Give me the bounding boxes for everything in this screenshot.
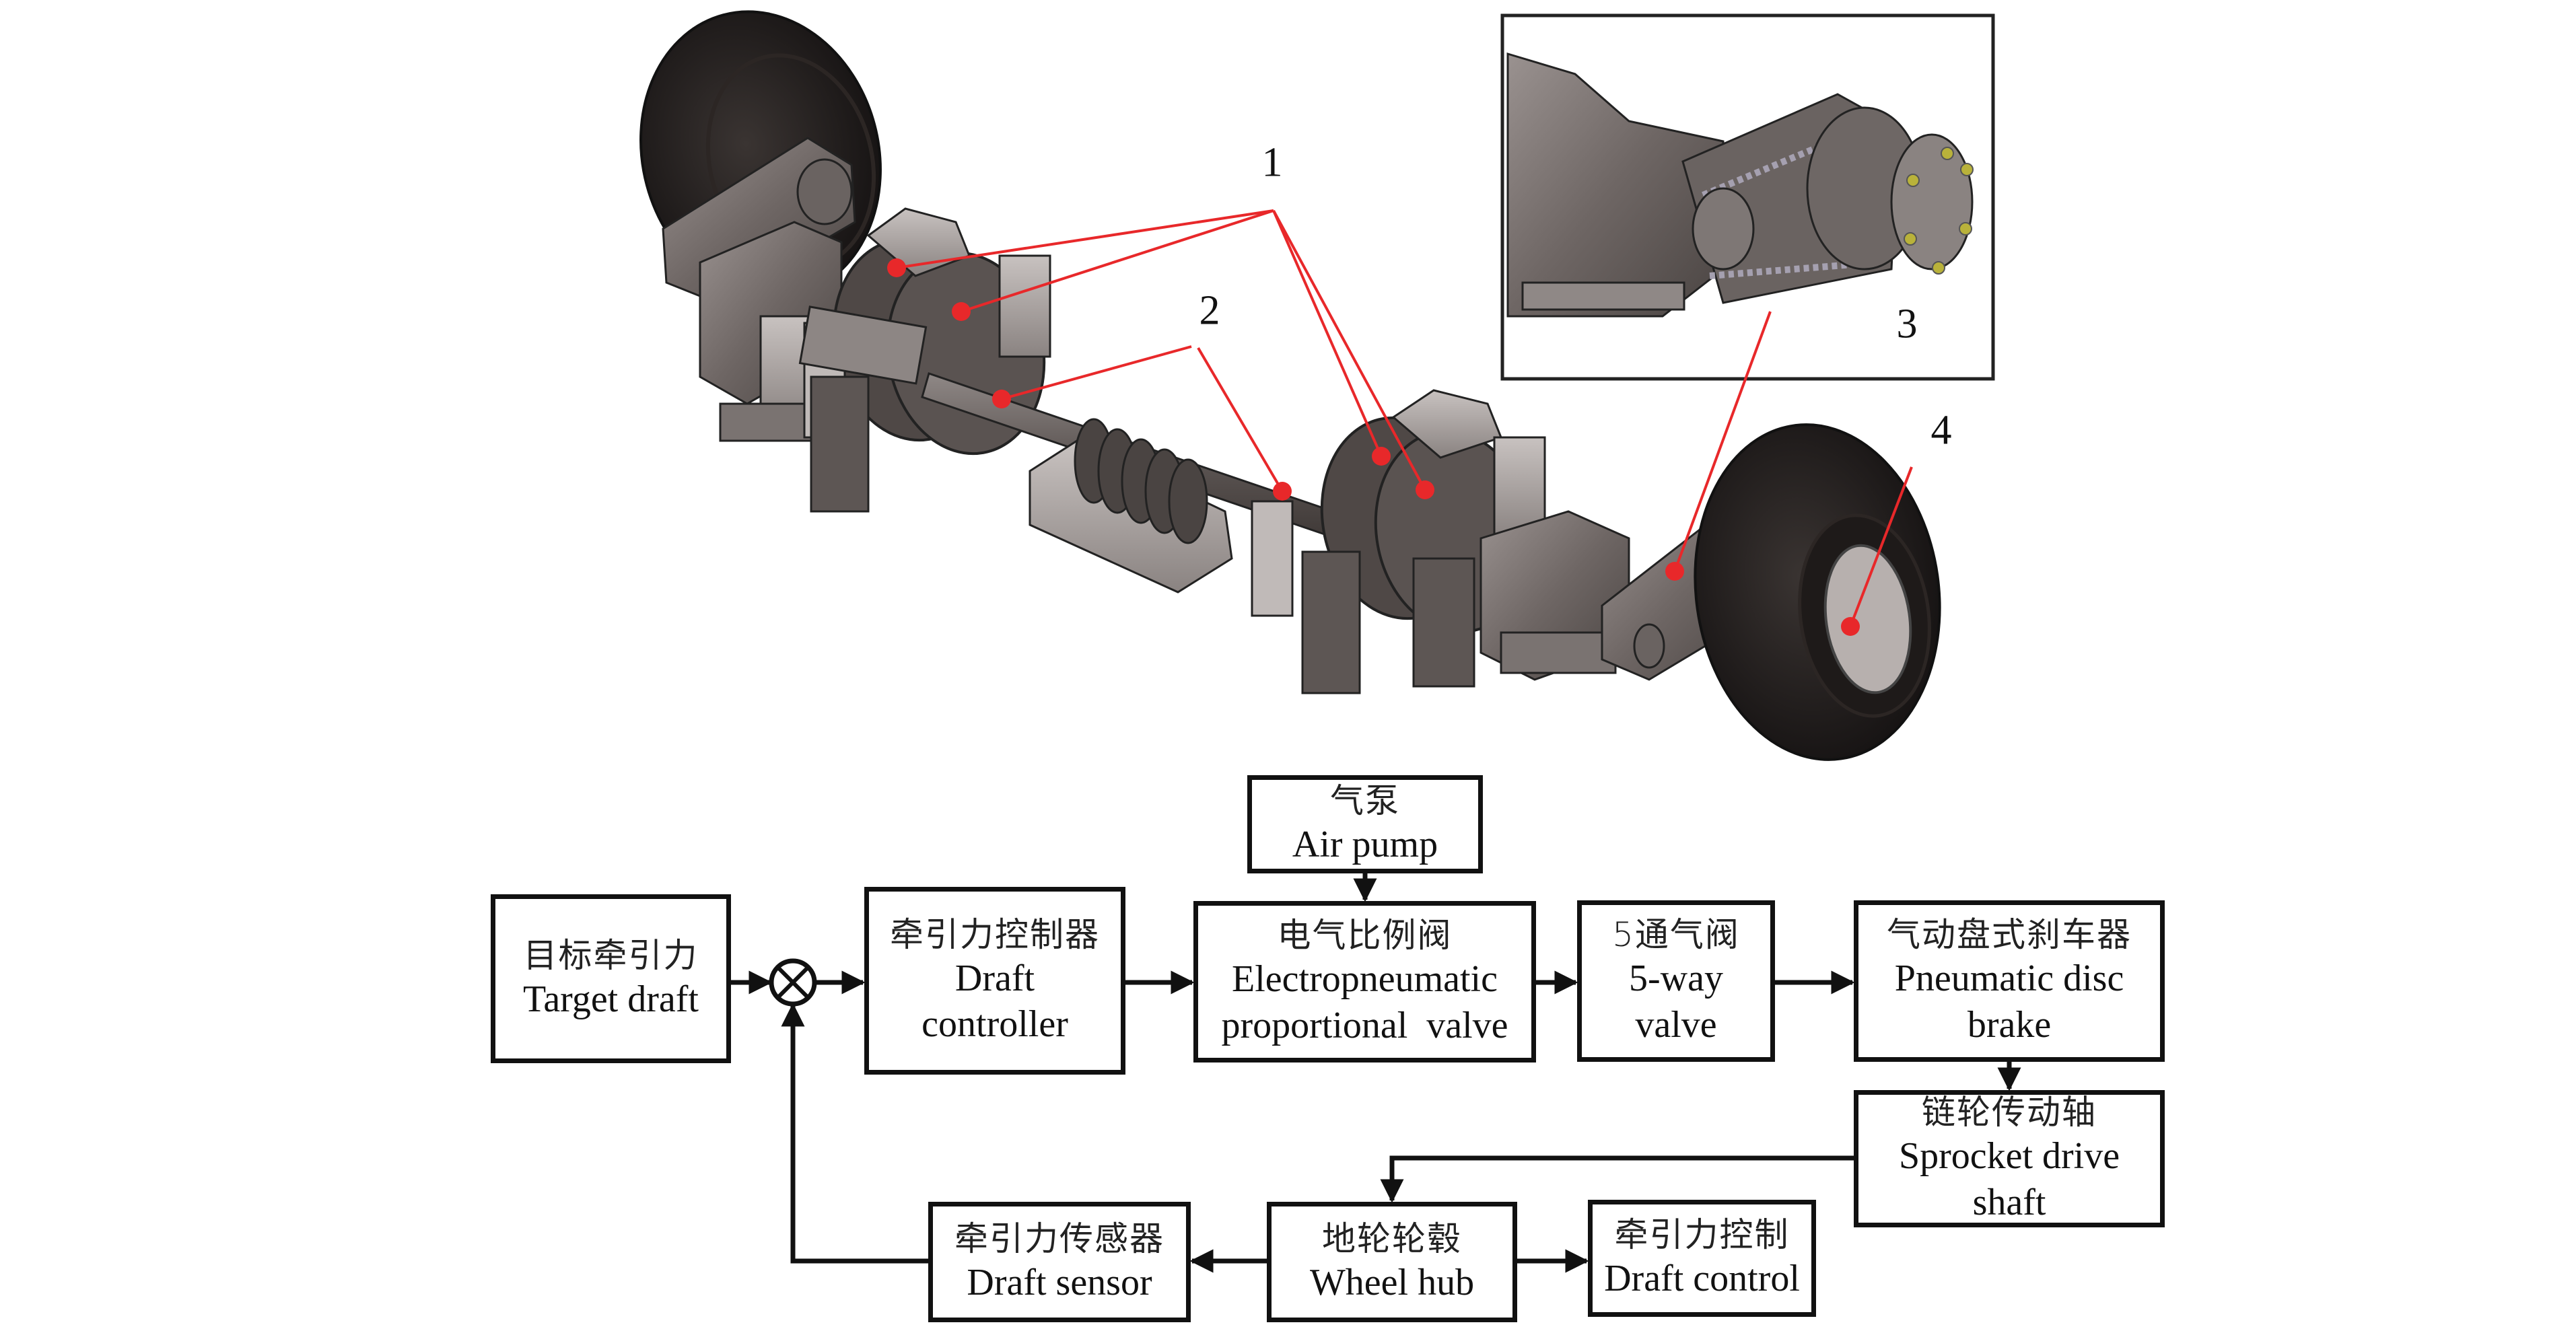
marker-dot <box>1372 447 1391 466</box>
block-label-zh: 牵引力控制 <box>1614 1215 1790 1255</box>
block-label-en: Air pump <box>1292 824 1438 866</box>
block-label-en: Sprocket drive <box>1898 1135 2120 1178</box>
block-draft-controller: 牵引力控制器 Draft controller <box>864 887 1125 1075</box>
leader-1d <box>1272 210 1426 491</box>
block-pneumatic-disc-brake: 气动盘式刹车器 Pneumatic disc brake <box>1854 900 2165 1062</box>
marker-dot <box>1841 617 1860 636</box>
left-disc-brake <box>798 207 1051 513</box>
leader-2b <box>1197 347 1284 493</box>
marker-dot <box>1416 480 1434 499</box>
block-draft-sensor: 牵引力传感器 Draft sensor <box>928 1202 1191 1322</box>
mechanism-illustration <box>639 10 1995 761</box>
marker-dot <box>1665 562 1684 581</box>
block-label-en: controller <box>921 1003 1068 1045</box>
block-label-en: Wheel hub <box>1309 1261 1475 1303</box>
block-label-en: brake <box>1967 1003 2052 1046</box>
callout-label-4: 4 <box>1930 407 1952 454</box>
callout-label-2: 2 <box>1199 287 1220 334</box>
callout-dots <box>887 258 1860 636</box>
block-label-zh: 目标牵引力 <box>523 935 699 975</box>
right-gearbox <box>1480 510 1630 681</box>
block-sprocket-drive-shaft: 链轮传动轴 Sprocket drive shaft <box>1854 1090 2165 1227</box>
arrow-sprocket-to-hub <box>1380 1155 1854 1203</box>
block-label-en: Draft sensor <box>967 1261 1152 1303</box>
block-label-zh: 气泵 <box>1330 781 1400 821</box>
block-label-zh: 地轮轮毂 <box>1322 1219 1462 1258</box>
block-label-en: shaft <box>1972 1181 2046 1223</box>
leader-2a <box>1001 345 1192 400</box>
block-label-zh: 电气比例阀 <box>1277 916 1453 956</box>
marker-dot <box>952 302 971 321</box>
block-label-en: valve <box>1635 1003 1717 1046</box>
block-label-zh: 5通气阀 <box>1612 915 1740 955</box>
callout-label-1: 1 <box>1261 139 1283 186</box>
marker-dot <box>1273 482 1292 501</box>
inset-detail-box <box>1500 13 1995 381</box>
block-5-way-valve: 5通气阀 5-way valve <box>1577 900 1775 1062</box>
block-label-en: Draft <box>954 957 1035 999</box>
block-draft-control: 牵引力控制 Draft control <box>1588 1200 1816 1317</box>
block-label-en: proportional valve <box>1221 1004 1508 1046</box>
callout-lines <box>896 209 1913 627</box>
leader-4 <box>1849 466 1913 627</box>
block-target-draft: 目标牵引力 Target draft <box>491 894 731 1063</box>
marker-dot <box>887 258 906 277</box>
leader-1a <box>896 209 1274 269</box>
leader-1c <box>1272 210 1383 457</box>
center-coupling <box>1029 418 1233 593</box>
callout-label-3: 3 <box>1896 301 1918 347</box>
block-label-zh: 牵引力控制器 <box>890 914 1100 954</box>
block-label-zh: 链轮传动轴 <box>1922 1093 2097 1132</box>
block-wheel-hub: 地轮轮毂 Wheel hub <box>1267 1202 1517 1322</box>
leader-3 <box>1673 311 1772 572</box>
marker-dot <box>992 390 1011 408</box>
block-air-pump: 气泵 Air pump <box>1247 775 1483 873</box>
summing-junction <box>769 958 817 1007</box>
block-label-en: Electropneumatic <box>1232 958 1498 1001</box>
block-label-zh: 牵引力传感器 <box>954 1219 1164 1258</box>
block-label-en: 5-way <box>1629 958 1723 1000</box>
block-label-en: Pneumatic disc <box>1894 958 2124 1000</box>
block-label-en: Target draft <box>523 978 699 1020</box>
block-label-zh: 气动盘式刹车器 <box>1887 915 2132 955</box>
leader-1b <box>961 209 1274 313</box>
block-electropneumatic-valve: 电气比例阀 Electropneumatic proportional valv… <box>1193 901 1536 1062</box>
right-wheel <box>1694 423 1941 761</box>
block-label-en: Draft control <box>1604 1258 1800 1300</box>
